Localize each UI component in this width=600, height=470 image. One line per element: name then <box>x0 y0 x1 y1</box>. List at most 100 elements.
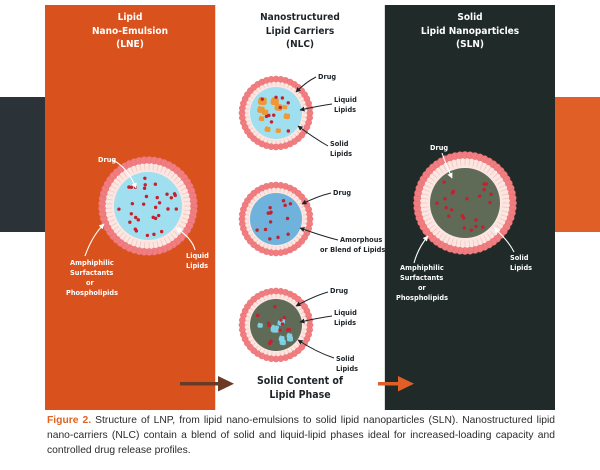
label-line: Lipids <box>334 106 356 114</box>
panel-sln-title: Solid Lipid Nanoparticles (SLN) <box>385 11 555 52</box>
label-line: Phospholipids <box>396 294 448 302</box>
particle-nlc-1 <box>238 75 314 151</box>
label-line: Lipids <box>510 264 532 272</box>
solid-content-label: Solid Content of Lipid Phase <box>215 374 385 402</box>
drug-molecule <box>482 187 486 192</box>
drug-molecule <box>159 229 164 234</box>
drug-molecule <box>268 205 272 210</box>
label-line: Surfactants <box>400 274 443 282</box>
pointer-arrow <box>299 315 333 324</box>
drug-molecule <box>462 226 467 230</box>
drug-molecule <box>282 316 287 320</box>
drug-molecule <box>267 323 271 328</box>
drug-molecule <box>136 218 140 222</box>
drug-molecule <box>447 214 451 218</box>
drug-molecule <box>157 201 162 205</box>
pointer-arrow <box>299 103 333 112</box>
liquid-lipid-core <box>114 172 182 240</box>
drug-molecule <box>153 182 158 186</box>
drug-molecule <box>450 191 455 195</box>
drug-molecule <box>152 232 156 237</box>
drug-molecule <box>280 322 285 326</box>
label-liquid-lipids: Liquid Lipids <box>334 96 359 114</box>
label-line: or <box>86 279 95 287</box>
title-line: Solid <box>457 12 483 23</box>
title-line: Nano-Emulsion <box>92 25 168 37</box>
lipid-blob <box>270 97 279 106</box>
drug-molecule <box>286 101 290 105</box>
drug-molecule <box>266 211 270 215</box>
liquid-lipid-blobs <box>257 318 294 346</box>
drug-molecule <box>129 212 134 216</box>
pointer-arrow <box>175 227 196 251</box>
lipid-blob <box>283 112 291 120</box>
lipid-head <box>306 210 313 218</box>
drug-molecule <box>128 220 132 224</box>
lipid-blob <box>257 322 263 328</box>
drug-molecule <box>278 328 282 332</box>
progression-arrow-right <box>378 376 414 392</box>
drug-molecule <box>281 199 286 203</box>
drug-molecule <box>481 225 485 229</box>
label-line: Liquid <box>334 96 357 104</box>
pointer-arrow <box>295 291 329 307</box>
title-line: Lipid Nanoparticles <box>420 25 520 37</box>
drug-molecule <box>286 232 290 236</box>
drug-molecule <box>141 202 146 206</box>
title-line: Nanostructured <box>260 12 340 23</box>
drug-molecule <box>151 215 155 220</box>
drug-molecule <box>280 96 285 100</box>
label-drug: Drug <box>318 73 336 81</box>
pointer-arrow <box>413 235 429 264</box>
drug-molecule <box>474 218 478 222</box>
drug-molecule <box>130 201 135 206</box>
pointer-arrow <box>295 76 317 93</box>
drug-molecules <box>117 176 178 238</box>
label-solid-lipids: Solid Lipids <box>330 140 352 158</box>
pointer-arrow <box>297 339 335 359</box>
label-solid-lipids: Solid Lipids <box>510 254 532 272</box>
drug-molecule <box>288 202 293 206</box>
drug-molecule <box>127 185 131 189</box>
drug-molecule <box>285 216 290 221</box>
label-liquid-lipids: Liquid Lipids <box>186 252 211 270</box>
drug-molecule <box>489 192 493 197</box>
title-line: Lipid <box>117 12 143 23</box>
lipid-blob <box>270 324 280 333</box>
background-band-left <box>0 97 45 232</box>
pointer-arrow <box>299 227 339 241</box>
drug-molecule <box>435 201 439 205</box>
drug-molecule <box>488 200 492 205</box>
label-drug: Drug <box>333 189 351 197</box>
drug-molecule <box>156 213 161 218</box>
drug-molecule <box>460 214 465 218</box>
background-band-right <box>555 97 600 232</box>
pointer-arrow <box>493 227 515 253</box>
title-line: Lipid Carriers <box>265 25 335 37</box>
lipid-blob <box>258 115 265 122</box>
drug-molecule <box>484 182 489 186</box>
lipid-blob <box>286 332 293 339</box>
drug-molecule <box>276 235 280 240</box>
title-line: (NLC) <box>285 39 315 50</box>
solid-lipid-core <box>430 168 500 238</box>
drug-molecule <box>255 228 259 232</box>
drug-molecule <box>255 313 260 318</box>
drug-molecule <box>144 194 149 199</box>
drug-molecule <box>143 176 147 180</box>
figure-caption: Figure 2. Structure of LNP, from lipid n… <box>47 413 555 458</box>
drug-molecules <box>435 180 493 232</box>
lipid-blob <box>275 128 281 134</box>
drug-molecule <box>279 318 283 322</box>
lipid-head <box>189 197 198 205</box>
drug-molecule <box>142 186 147 190</box>
label-line: Solid <box>330 140 349 148</box>
drug-molecule <box>155 195 159 200</box>
label-drug: Drug <box>330 287 348 295</box>
particle-nlc-2 <box>238 181 314 257</box>
drug-molecule <box>269 339 273 344</box>
pointer-arrow <box>441 152 453 179</box>
lipid-head <box>508 194 517 202</box>
label-line: Amorphous <box>340 236 382 244</box>
